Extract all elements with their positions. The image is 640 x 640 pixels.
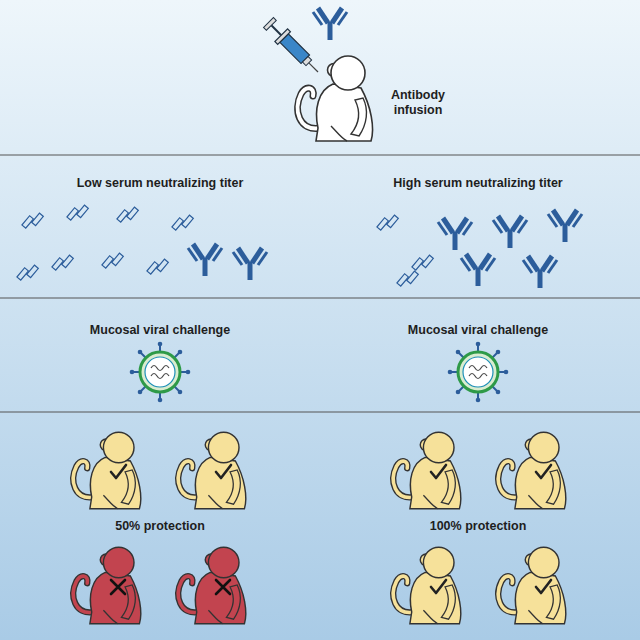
titer-label: Low serum neutralizing titer bbox=[77, 176, 244, 191]
protection-label: 100% protection bbox=[430, 519, 527, 534]
titer-label: High serum neutralizing titer bbox=[393, 176, 562, 191]
challenge-label: Mucosal viral challenge bbox=[90, 323, 230, 338]
challenge-label: Mucosal viral challenge bbox=[408, 323, 548, 338]
protection-label: 50% protection bbox=[115, 519, 205, 534]
infusion-label: Antibody infusion bbox=[383, 88, 453, 118]
